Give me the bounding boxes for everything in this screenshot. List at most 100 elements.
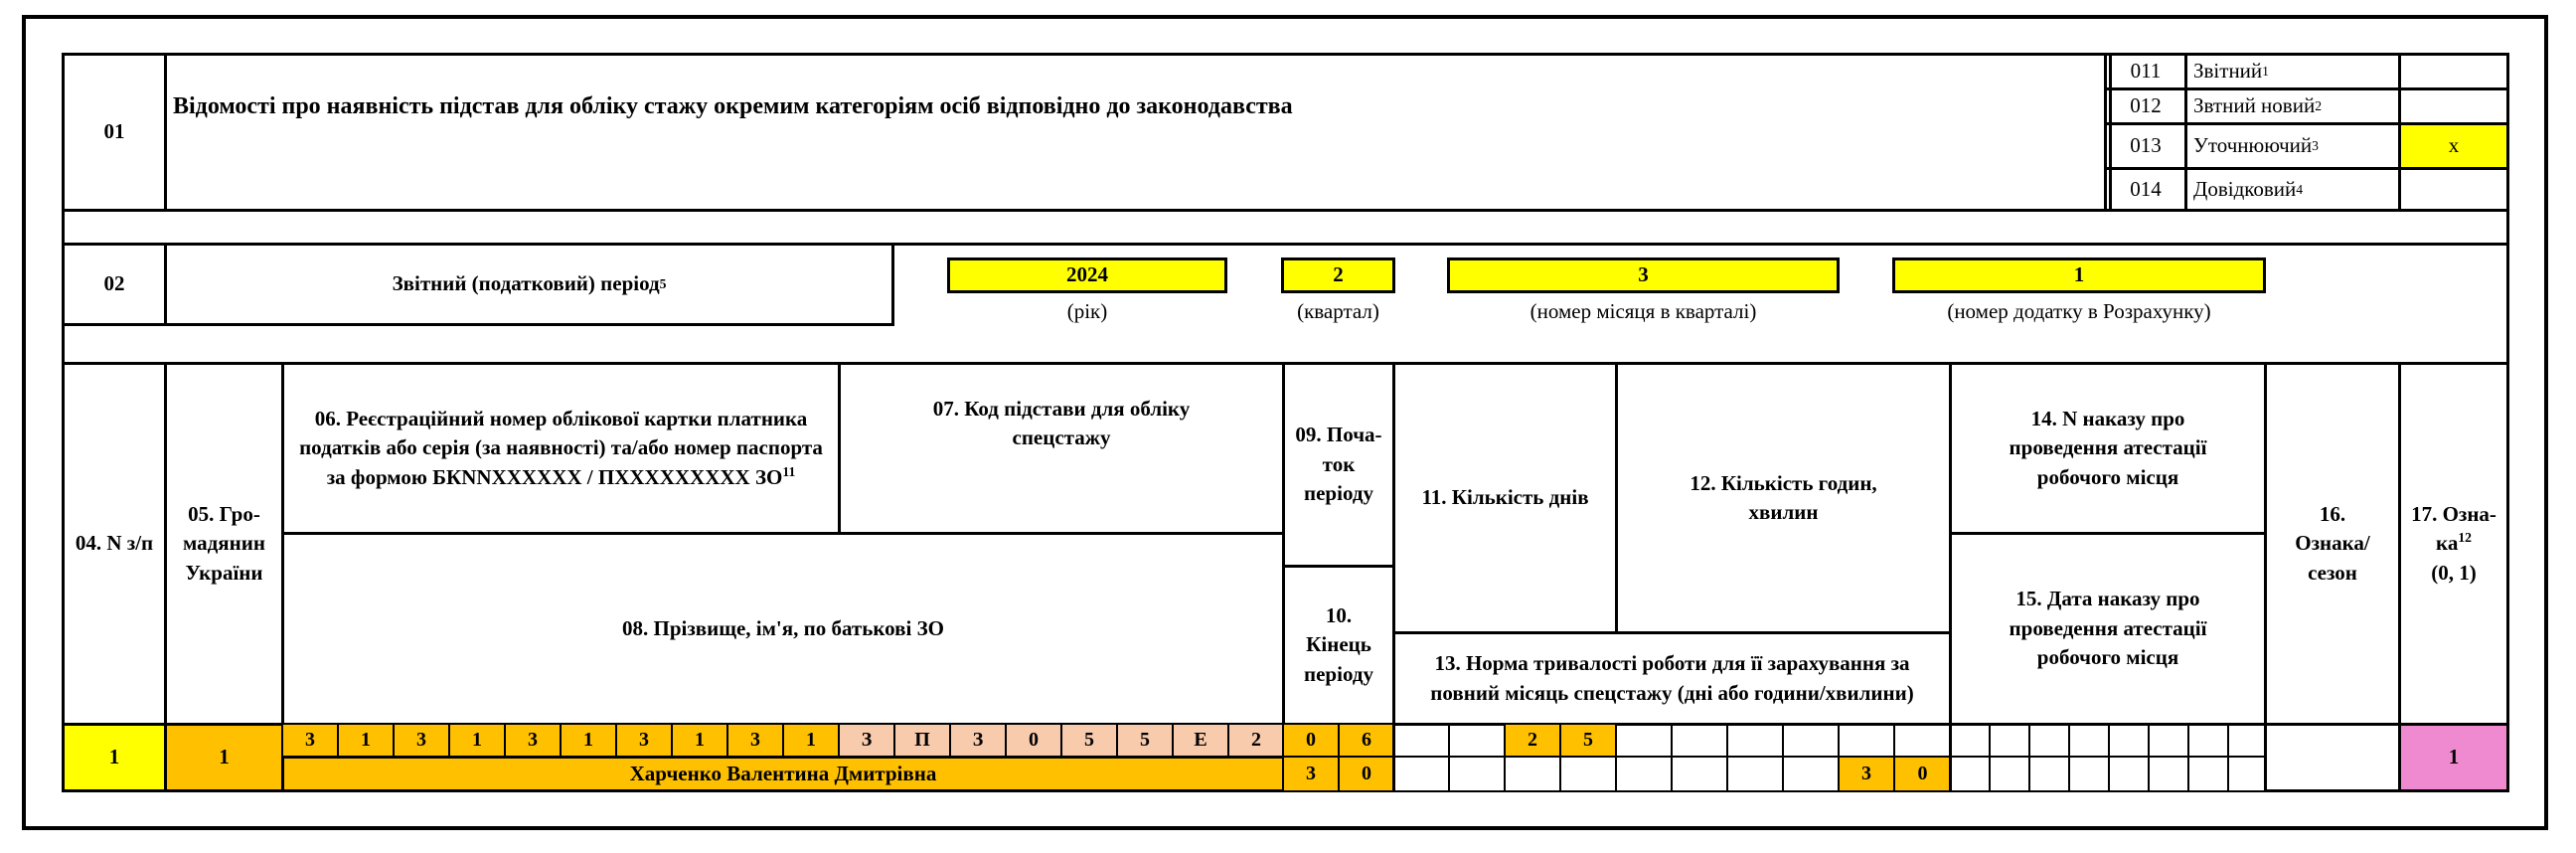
grid-cell[interactable] [2028, 723, 2070, 758]
section-code-01: 01 [62, 53, 167, 212]
grid-cell[interactable] [2028, 756, 2070, 792]
grid-cell[interactable] [2108, 723, 2150, 758]
grid-cell[interactable] [2068, 756, 2110, 792]
col-16-header: 16. Ознака/ сезон [2264, 362, 2401, 726]
grid-cell[interactable] [1726, 723, 1784, 758]
col-12-header: 12. Кількість годин, хвилин [1615, 362, 1952, 634]
col-17-header: 17. Озна-ка12(0, 1) [2398, 362, 2509, 726]
row-citizen-cell[interactable]: 1 [164, 723, 284, 792]
grid-cell[interactable] [1893, 723, 1952, 758]
type-label-text: Звітний [2193, 59, 2263, 84]
grid-cell[interactable] [1671, 756, 1728, 792]
grid-cell[interactable] [1838, 723, 1895, 758]
row-season-cell[interactable] [2264, 723, 2401, 792]
end-period-digit[interactable]: 3 [1282, 756, 1340, 792]
basis-code-char[interactable]: 5 [1060, 723, 1118, 758]
norm-digit[interactable]: 3 [1838, 756, 1895, 792]
form-frame [22, 15, 2548, 830]
period-month-field[interactable]: 3 [1447, 257, 1840, 293]
row-flag-cell[interactable]: 1 [2398, 723, 2509, 792]
grid-cell[interactable] [1615, 756, 1673, 792]
grid-cell[interactable] [1392, 723, 1450, 758]
taxid-char[interactable]: 3 [726, 723, 784, 758]
grid-cell[interactable] [2187, 723, 2229, 758]
period-appendix-caption: (номер додатку в Розрахунку) [1947, 298, 2211, 323]
basis-code-char[interactable]: З [838, 723, 895, 758]
period-quarter-caption: (квартал) [1297, 298, 1379, 323]
taxid-char[interactable]: 3 [393, 723, 450, 758]
type-code-012: 012 [2104, 87, 2187, 125]
col-14-header: 14. N наказу про проведення атестації ро… [1949, 362, 2267, 535]
taxid-char[interactable]: 1 [782, 723, 840, 758]
start-period-digit[interactable]: 6 [1338, 723, 1395, 758]
basis-code-char[interactable]: П [893, 723, 951, 758]
basis-code-char[interactable]: Е [1172, 723, 1229, 758]
basis-code-char[interactable]: 2 [1227, 723, 1285, 758]
grid-cell[interactable] [1448, 723, 1506, 758]
days-digit[interactable]: 5 [1559, 723, 1617, 758]
taxid-char[interactable]: 1 [448, 723, 506, 758]
grid-cell[interactable] [1949, 756, 1991, 792]
taxid-char[interactable]: 1 [337, 723, 395, 758]
grid-cell[interactable] [2227, 756, 2267, 792]
period-quarter-field[interactable]: 2 [1281, 257, 1395, 293]
row-number-cell[interactable]: 1 [62, 723, 167, 792]
period-year-field[interactable]: 2024 [947, 257, 1227, 293]
type-label-text: Уточнюючий [2193, 133, 2313, 158]
days-digit[interactable]: 2 [1504, 723, 1561, 758]
grid-cell[interactable] [2068, 723, 2110, 758]
form-title: Відомості про наявність підстав для облі… [164, 53, 2112, 212]
period-appendix-field[interactable]: 1 [1892, 257, 2266, 293]
grid-cell[interactable] [1392, 756, 1450, 792]
start-period-digit[interactable]: 0 [1282, 723, 1340, 758]
col-06-header: 06. Реєстраційний номер облікової картки… [281, 362, 841, 535]
type-label-text: Довідковий [2193, 176, 2297, 201]
col-06-text: 06. Реєстраційний номер облікової картки… [299, 406, 823, 489]
grid-cell[interactable] [1949, 723, 1991, 758]
grid-cell[interactable] [1615, 723, 1673, 758]
basis-code-char[interactable]: З [949, 723, 1007, 758]
type-mark-013[interactable]: x [2398, 122, 2509, 170]
col-08-header: 08. Прізвище, ім'я, по батькові ЗО [281, 532, 1285, 726]
end-period-digit[interactable]: 0 [1338, 756, 1395, 792]
period-month-caption: (номер місяця в кварталі) [1530, 298, 1757, 323]
grid-cell[interactable] [1989, 723, 2030, 758]
grid-cell[interactable] [1782, 723, 1840, 758]
grid-cell[interactable] [1559, 756, 1617, 792]
grid-cell[interactable] [2148, 756, 2189, 792]
grid-cell[interactable] [2187, 756, 2229, 792]
grid-cell[interactable] [2108, 756, 2150, 792]
footnote-mark: 11 [782, 463, 796, 479]
col-04-header: 04. N з/п [62, 362, 167, 726]
grid-cell[interactable] [2227, 723, 2267, 758]
type-mark-012[interactable] [2398, 87, 2509, 125]
col-17-extra: (0, 1) [2431, 560, 2477, 585]
type-label-text: Звтний новий [2193, 93, 2316, 118]
basis-code-char[interactable]: 5 [1116, 723, 1174, 758]
type-mark-014[interactable] [2398, 167, 2509, 212]
taxid-char[interactable]: 1 [560, 723, 617, 758]
grid-cell[interactable] [1671, 723, 1728, 758]
col-13-header: 13. Норма тривалості роботи для її зарах… [1392, 631, 1952, 726]
taxid-char[interactable]: 3 [504, 723, 562, 758]
taxid-char[interactable]: 3 [281, 723, 339, 758]
basis-code-char[interactable]: 0 [1005, 723, 1062, 758]
grid-cell[interactable] [1448, 756, 1506, 792]
form-title-bottom-line [62, 209, 2112, 213]
type-mark-011[interactable] [2398, 53, 2509, 90]
taxid-char[interactable]: 1 [671, 723, 728, 758]
grid-cell[interactable] [2148, 723, 2189, 758]
grid-cell[interactable] [1504, 756, 1561, 792]
grid-cell[interactable] [1726, 756, 1784, 792]
row-name-cell[interactable]: Харченко Валентина Дмитрівна [281, 756, 1285, 792]
col-17-text: 17. Озна-ка [2411, 501, 2496, 556]
grid-cell[interactable] [1782, 756, 1840, 792]
norm-digit[interactable]: 0 [1893, 756, 1952, 792]
taxid-char[interactable]: 3 [615, 723, 673, 758]
period-year-caption: (рік) [1066, 298, 1108, 323]
grid-cell[interactable] [1989, 756, 2030, 792]
